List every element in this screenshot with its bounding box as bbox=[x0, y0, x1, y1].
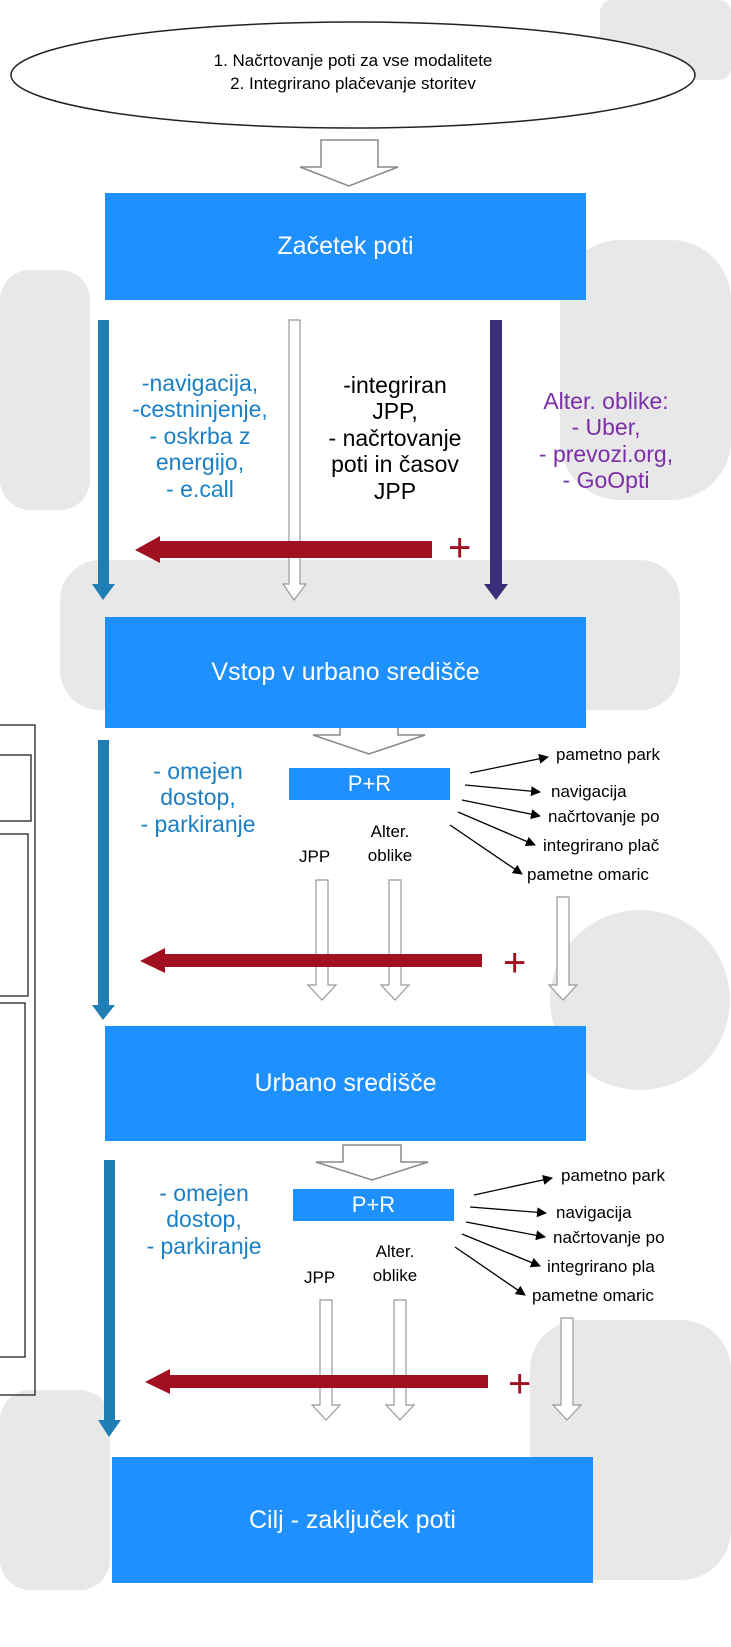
service-arrows-2 bbox=[449, 753, 549, 875]
alter-line: oblike bbox=[367, 845, 413, 865]
s1-left-line: -navigacija, bbox=[141, 370, 259, 396]
plus-sign-1: + bbox=[448, 526, 472, 570]
jpp-label-3: JPP bbox=[304, 1268, 336, 1287]
hollow-down-arrow-1 bbox=[299, 139, 399, 187]
hollow-arrow-jpp-3 bbox=[310, 1299, 342, 1421]
jpp-label-2: JPP bbox=[299, 847, 331, 866]
ellipse-line-2: 2. Integrirano plačevanje storitev bbox=[230, 73, 476, 93]
service-3-smart-parking: pametno park bbox=[561, 1166, 665, 1185]
step-box-center: Urbano središče bbox=[105, 1026, 586, 1141]
alter-line: Alter. bbox=[370, 822, 410, 841]
service-3-smart-lockers: pametne omaric bbox=[532, 1286, 654, 1305]
s1-mid-line: poti in časov bbox=[331, 451, 459, 478]
left-side-panels bbox=[0, 724, 36, 1396]
section1-left-features: -navigacija, -cestninjenje, - oskrba z e… bbox=[112, 370, 288, 502]
service-2-smart-parking: pametno park bbox=[556, 745, 660, 764]
service-3-integrated-payment: integrirano pla bbox=[547, 1257, 655, 1276]
step-box-start: Začetek poti bbox=[105, 193, 586, 300]
teal-down-arrow-3 bbox=[98, 1160, 121, 1437]
hollow-arrow-alter-3 bbox=[384, 1299, 416, 1421]
top-ellipse bbox=[10, 21, 696, 129]
s3-left-line: - omejen bbox=[159, 1180, 249, 1206]
service-3-route-planning: načrtovanje po bbox=[553, 1228, 665, 1247]
alter-line: Alter. bbox=[375, 1242, 415, 1261]
s1-left-line: - e.call bbox=[166, 475, 234, 502]
hollow-arrow-services-2 bbox=[547, 896, 579, 1001]
hollow-vertical-arrow-1 bbox=[281, 319, 308, 602]
s1-mid-line: - načrtovanje bbox=[328, 424, 462, 451]
s2-left-line: - omejen bbox=[153, 758, 243, 784]
alter-label-2: Alter. oblike bbox=[360, 820, 420, 868]
s3-left-line: dostop, bbox=[166, 1206, 242, 1233]
red-left-arrow-1 bbox=[135, 536, 432, 563]
s3-left-line: - parkiranje bbox=[146, 1232, 262, 1259]
s1-right-line: Alter. oblike: bbox=[543, 388, 669, 414]
pr-box-2: P+R bbox=[289, 768, 450, 800]
s1-mid-line: JPP, bbox=[372, 398, 418, 425]
service-arrows-3 bbox=[454, 1175, 553, 1296]
s2-left-line: dostop, bbox=[160, 784, 236, 811]
hollow-down-arrow-3 bbox=[315, 1144, 429, 1181]
plus-sign-2: + bbox=[503, 941, 527, 985]
s1-left-line: energijo, bbox=[155, 449, 245, 476]
ellipse-line-1: 1. Načrtovanje poti za vse modalitete bbox=[213, 51, 493, 70]
service-2-integrated-payment: integrirano plač bbox=[543, 836, 660, 855]
alter-line: oblike bbox=[372, 1265, 418, 1285]
pr-box-3: P+R bbox=[293, 1189, 454, 1221]
plus-sign-3: + bbox=[508, 1362, 532, 1406]
navy-down-arrow-1 bbox=[484, 320, 508, 600]
hollow-arrow-alter-2 bbox=[379, 879, 411, 1001]
section1-middle-features: -integriran JPP, - načrtovanje poti in č… bbox=[300, 372, 490, 504]
hollow-arrow-services-3 bbox=[551, 1317, 583, 1421]
s1-right-line: - prevozi.org, bbox=[538, 440, 674, 467]
step-box-goal: Cilj - zaključek poti bbox=[112, 1457, 593, 1583]
ellipse-text: 1. Načrtovanje poti za vse modalitete 2.… bbox=[0, 50, 706, 96]
hollow-arrow-jpp-2 bbox=[306, 879, 338, 1001]
step-box-entry: Vstop v urbano središče bbox=[105, 617, 586, 728]
service-2-route-planning: načrtovanje po bbox=[548, 807, 660, 826]
red-left-arrow-3 bbox=[145, 1369, 488, 1394]
teal-down-arrow-2 bbox=[92, 740, 115, 1020]
service-2-smart-lockers: pametne omaric bbox=[527, 865, 649, 884]
section3-left-features: - omejen dostop, - parkiranje bbox=[124, 1180, 284, 1259]
s1-left-line: -cestninjenje, bbox=[132, 396, 268, 423]
s1-left-line: - oskrba z bbox=[149, 422, 251, 449]
s1-right-line: - Uber, bbox=[571, 414, 641, 441]
s2-left-line: - parkiranje bbox=[140, 810, 256, 837]
section1-right-alternatives: Alter. oblike: - Uber, - prevozi.org, - … bbox=[508, 388, 704, 494]
s1-mid-line: JPP bbox=[373, 477, 417, 504]
s1-mid-line: -integriran bbox=[343, 372, 447, 398]
red-left-arrow-2 bbox=[140, 948, 482, 973]
alter-label-3: Alter. oblike bbox=[365, 1240, 425, 1288]
section2-left-features: - omejen dostop, - parkiranje bbox=[118, 758, 278, 837]
teal-down-arrow-1 bbox=[92, 320, 115, 600]
service-2-navigation: navigacija bbox=[551, 782, 627, 801]
s1-right-line: - GoOpti bbox=[562, 467, 650, 494]
service-3-navigation: navigacija bbox=[556, 1203, 632, 1222]
